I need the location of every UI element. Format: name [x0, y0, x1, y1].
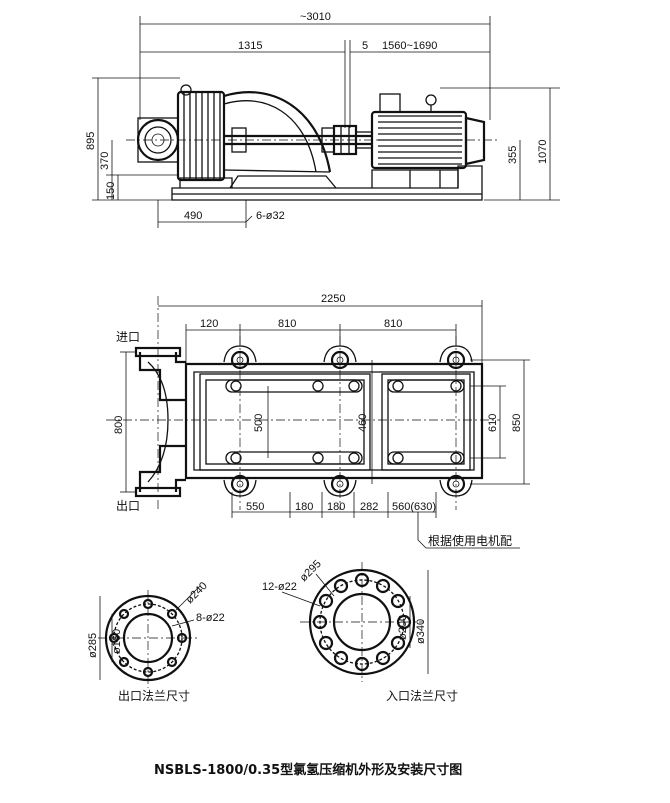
- caption-inlet-flange: 入口法兰尺寸: [386, 689, 458, 703]
- dim-inlet-od-340: ø340: [415, 619, 427, 644]
- dim-overall-length: ~3010: [300, 11, 331, 23]
- label-outlet: 出口: [116, 499, 140, 513]
- dim-180-b: 180: [327, 501, 345, 513]
- dim-150: 150: [105, 182, 117, 200]
- dim-282: 282: [360, 501, 378, 513]
- caption-outlet-flange: 出口法兰尺寸: [118, 689, 190, 703]
- dim-355: 355: [507, 146, 519, 164]
- drawing-title: NSBLS-1800/0.35型氯氢压缩机外形及安装尺寸图: [154, 762, 462, 778]
- elevation-view: ~3010 1315 5 1560~1690 895 370 150 490 6…: [85, 11, 560, 228]
- dim-inlet-bc-295: ø295: [298, 558, 324, 584]
- dim-180-a: 180: [295, 501, 313, 513]
- dim-810-b: 810: [384, 318, 402, 330]
- outlet-flange: ø285 ø160 ø240 8-ø22 出口法兰尺寸: [87, 580, 225, 703]
- inlet-flange: ø295 12-ø22 ø200 ø340 入口法兰尺寸: [262, 558, 458, 703]
- dim-550: 550: [246, 501, 264, 513]
- dim-895: 895: [85, 132, 97, 150]
- dim-outlet-holes: 8-ø22: [196, 612, 225, 624]
- outlet-flange-bolt-holes: [108, 598, 188, 678]
- dim-370: 370: [99, 152, 111, 170]
- label-motor-note: 根据使用电机配: [428, 533, 512, 548]
- dim-outlet-bore-160: ø160: [111, 629, 123, 654]
- dim-2250: 2250: [321, 293, 345, 305]
- dim-560-630: 560(630): [392, 501, 436, 513]
- dim-inlet-bore-200: ø200: [397, 615, 409, 640]
- dim-500: 500: [253, 414, 265, 432]
- dim-460: 460: [357, 414, 369, 432]
- dim-inlet-holes: 12-ø22: [262, 581, 297, 593]
- anchor-bolts: [230, 350, 466, 494]
- dim-1070: 1070: [537, 140, 549, 164]
- label-inlet: 进口: [116, 330, 140, 344]
- dim-800: 800: [113, 416, 125, 434]
- dim-5: 5: [362, 40, 368, 52]
- dim-610: 610: [487, 414, 499, 432]
- dim-120: 120: [200, 318, 218, 330]
- dim-outlet-bc-240: ø240: [184, 580, 210, 606]
- dim-850: 850: [511, 414, 523, 432]
- dim-motor-range: 1560~1690: [382, 40, 437, 52]
- dim-490: 490: [184, 210, 202, 222]
- dim-bolts-6-32: 6-ø32: [256, 210, 285, 222]
- dim-810-a: 810: [278, 318, 296, 330]
- plan-view: 2250 120 810 810 800 500 460 610 850 550…: [106, 293, 530, 549]
- dim-outlet-od-285: ø285: [87, 633, 99, 658]
- dim-1315: 1315: [238, 40, 262, 52]
